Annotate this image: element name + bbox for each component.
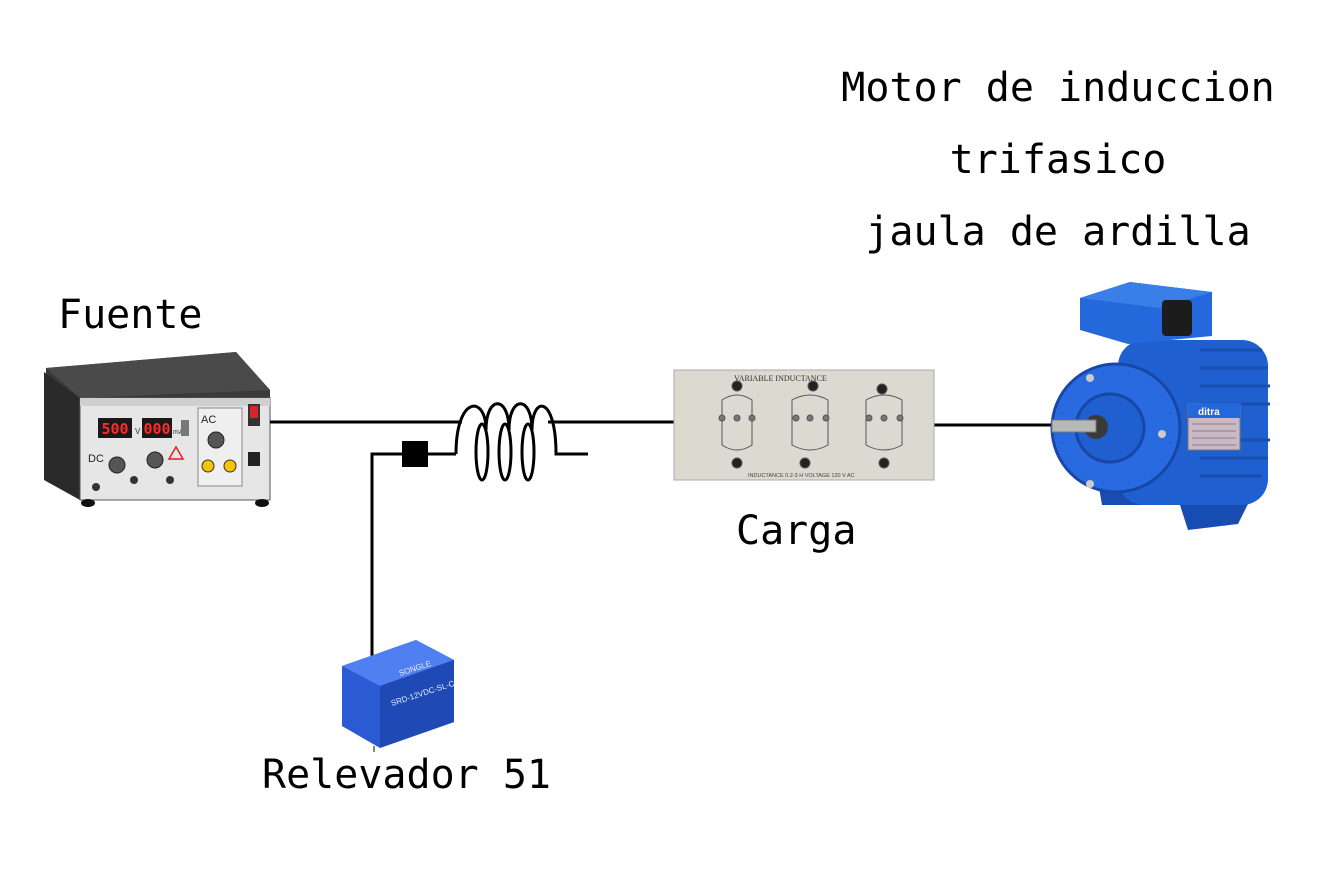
voltage-unit: V xyxy=(135,427,141,436)
current-display-value: 000 xyxy=(143,420,170,438)
motor-shaft xyxy=(1051,419,1097,433)
load-section-3 xyxy=(865,383,904,469)
motor-cable-gland xyxy=(1162,300,1192,336)
main-wires xyxy=(270,420,1054,427)
dc-label: DC xyxy=(88,453,104,465)
power-source: 500 V 000 mA DC AC xyxy=(44,352,271,507)
ac-label: AC xyxy=(201,414,216,426)
current-unit: mA xyxy=(173,429,184,436)
load-section-2 xyxy=(791,380,830,469)
current-display xyxy=(142,418,172,438)
source-small-switch xyxy=(181,420,189,436)
voltage-display-value: 500 xyxy=(101,420,128,438)
motor-title-line-3: jaula de ardilla xyxy=(865,209,1251,255)
ac-knob xyxy=(207,431,225,449)
load-section-1 xyxy=(718,380,756,469)
load-label: Carga xyxy=(736,508,857,554)
relay-device: SONGLE SRD-12VDC-SL-C xyxy=(342,640,456,752)
motor-title: Motor de induccion trifasico jaula de ar… xyxy=(808,52,1308,268)
current-transformer-coil xyxy=(454,402,588,482)
dc-knob-1 xyxy=(108,456,126,474)
load-panel-header: VARIABLE INDUCTANCE xyxy=(734,374,827,383)
power-switch xyxy=(250,406,258,418)
motor-brand: ditra xyxy=(1198,407,1220,418)
load-panel: VARIABLE INDUCTANCE INDUCTANCE 0.2-3 H V… xyxy=(673,369,935,481)
wire-ct-to-relay xyxy=(370,452,456,656)
load-panel-footer: INDUCTANCE 0.2-3 H VOLTAGE 120 V AC xyxy=(748,473,855,479)
ac-terminal-1 xyxy=(201,459,215,473)
relay-branch xyxy=(370,452,456,656)
dc-knob-2 xyxy=(146,451,164,469)
motor-title-line-2: trifasico xyxy=(949,137,1167,183)
voltage-display xyxy=(98,418,132,438)
ac-terminal-2 xyxy=(223,459,237,473)
power-socket xyxy=(248,452,260,466)
relay-label: Relevador 51 xyxy=(262,752,551,798)
induction-motor: ditra xyxy=(1050,282,1270,530)
warning-icon xyxy=(167,445,185,460)
motor-title-line-1: Motor de induccion xyxy=(841,65,1275,111)
source-label: Fuente xyxy=(58,292,203,338)
connector-block xyxy=(402,441,428,467)
source-housing-side xyxy=(44,372,80,500)
